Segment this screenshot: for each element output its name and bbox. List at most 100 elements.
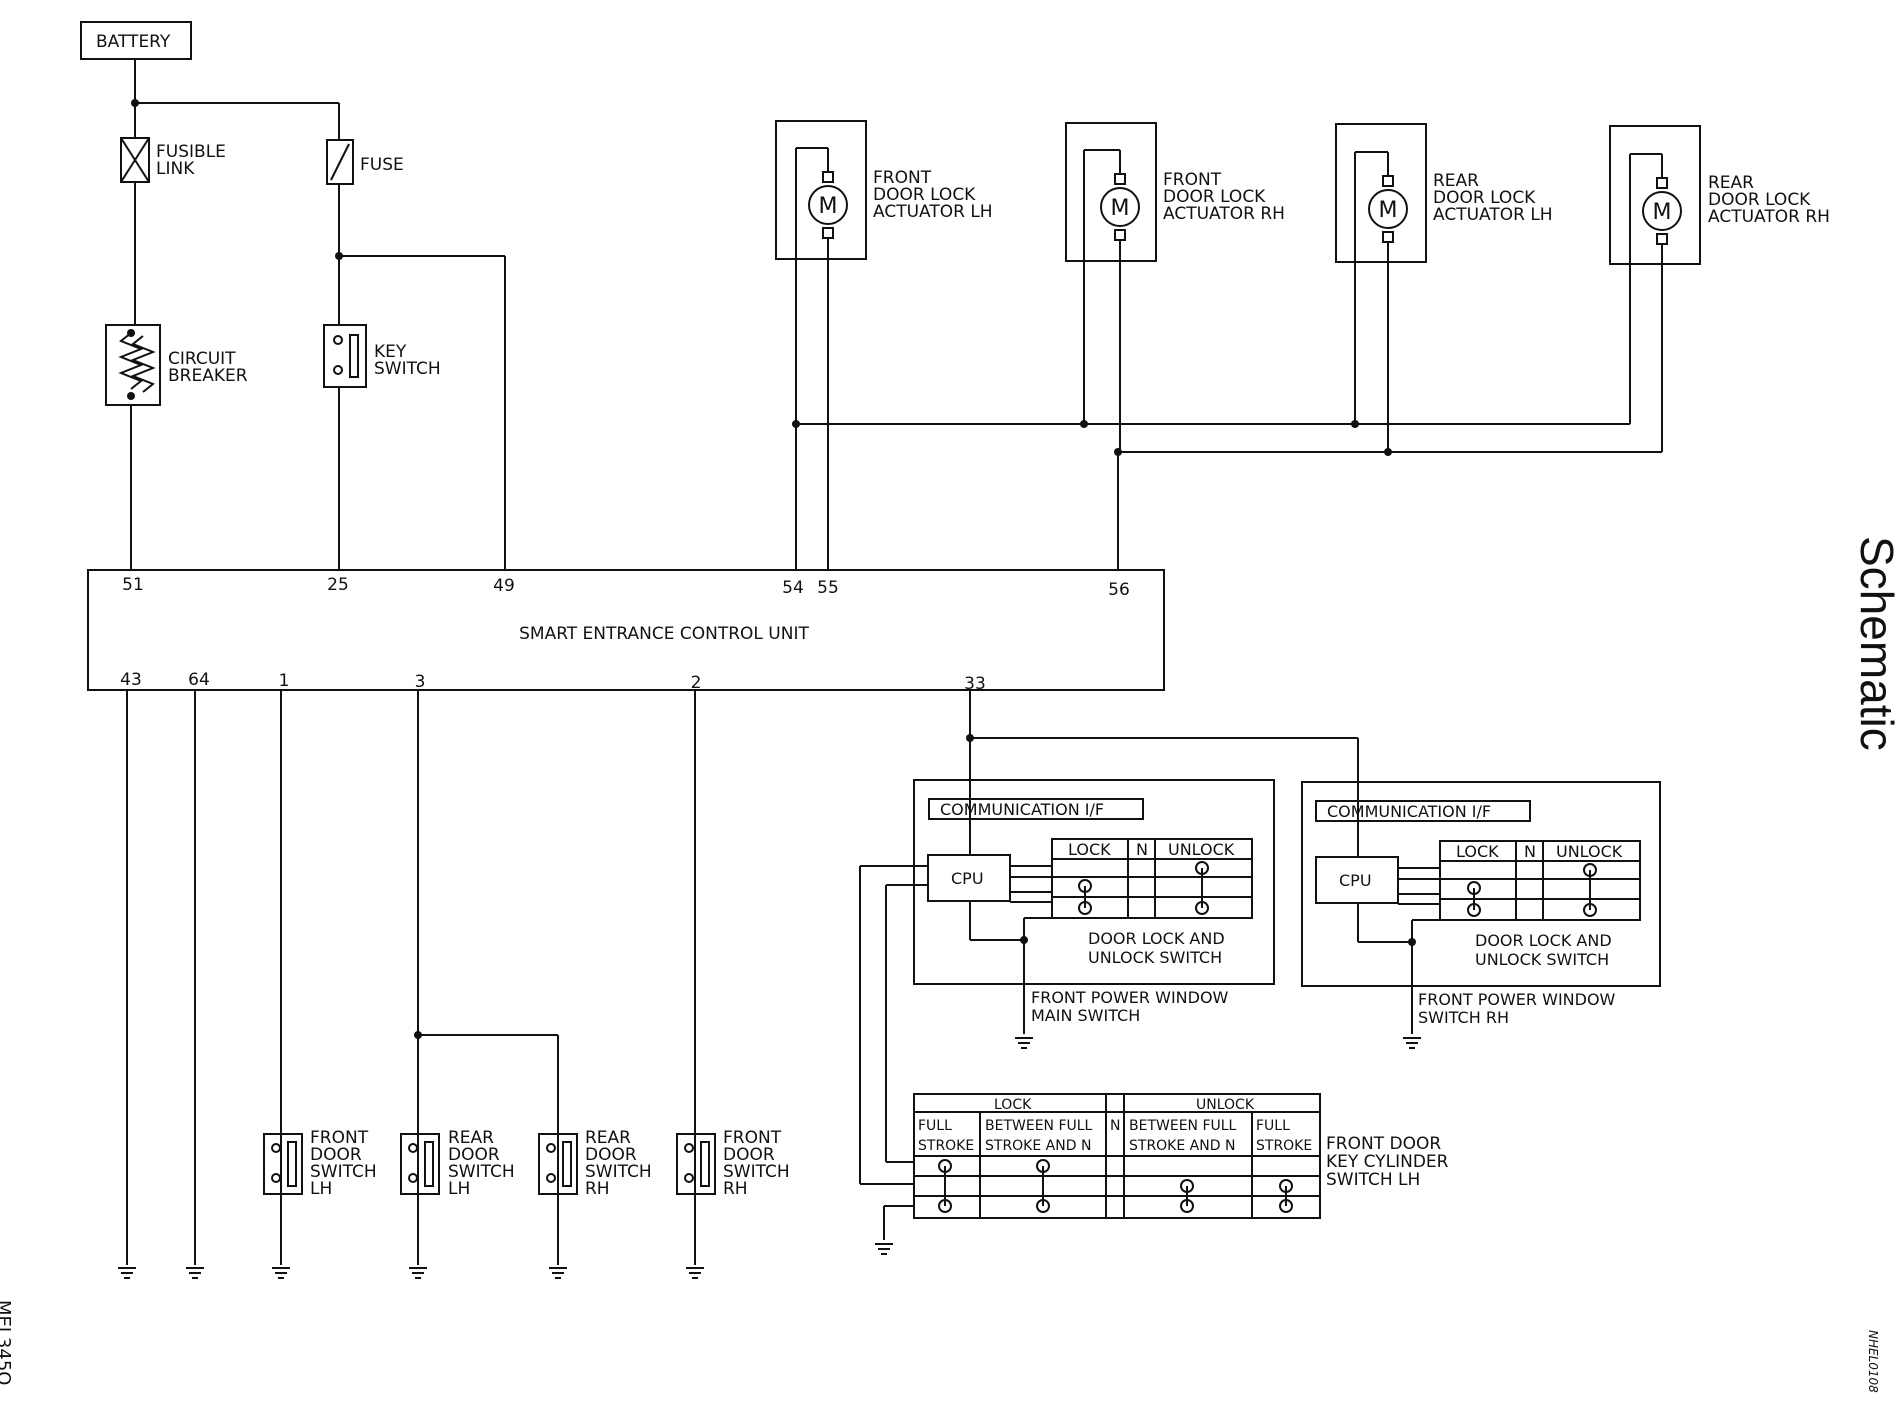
pin-56: 56 xyxy=(1108,580,1130,600)
actuator-rear-rh-label-3: ACTUATOR RH xyxy=(1708,207,1830,227)
front-power-window-switch-rh xyxy=(1301,781,1661,1034)
motor-icon: M xyxy=(1111,196,1130,221)
pw-main-header-n: N xyxy=(1136,840,1148,859)
key-cyl-group-unlock: UNLOCK xyxy=(1196,1097,1255,1113)
actuator-rear-lh-label-2: DOOR LOCK xyxy=(1433,188,1536,208)
door-switch-rear-rh-label-3: SWITCH xyxy=(585,1162,652,1182)
key-cyl-col2-1: BETWEEN FULL xyxy=(985,1118,1093,1134)
pin-64: 64 xyxy=(188,670,210,690)
pw-main-header-unlock: UNLOCK xyxy=(1168,840,1235,859)
actuator-rear-rh-label-2: DOOR LOCK xyxy=(1708,190,1811,210)
fusible-link-symbol xyxy=(120,137,150,183)
key-cyl-group-lock: LOCK xyxy=(994,1097,1032,1113)
pw-rh-name-1: FRONT POWER WINDOW xyxy=(1418,990,1616,1009)
actuator-front-lh-label-1: FRONT xyxy=(873,168,932,188)
key-cyl-label-1: FRONT DOOR xyxy=(1326,1134,1441,1154)
front-power-window-main-switch xyxy=(913,779,1275,1034)
pin-2: 2 xyxy=(691,673,702,693)
control-unit-box xyxy=(87,569,1165,691)
actuator-rear-rh-label-1: REAR xyxy=(1708,173,1754,193)
door-switch-front-rh-label-2: DOOR xyxy=(723,1145,775,1165)
pin-3: 3 xyxy=(415,672,426,692)
fuse-label: FUSE xyxy=(360,155,404,175)
key-cyl-col3-2: STROKE AND N xyxy=(1129,1138,1235,1154)
motor-icon: M xyxy=(1379,198,1398,223)
figure-code: NHEL0108 xyxy=(1866,1330,1880,1393)
actuator-rear-lh-label-1: REAR xyxy=(1433,171,1479,191)
door-switch-front-lh-label-4: LH xyxy=(310,1179,332,1199)
motor-icon: M xyxy=(1653,200,1672,225)
drawing-code: MEL345O xyxy=(0,1300,14,1386)
key-cyl-col4-1: FULL xyxy=(1256,1118,1290,1134)
door-switch-front-rh-label-4: RH xyxy=(723,1179,748,1199)
key-cyl-label-3: SWITCH LH xyxy=(1326,1170,1420,1190)
door-switch-rear-lh-label-1: REAR xyxy=(448,1128,494,1148)
page-title: Schematic xyxy=(1851,536,1903,751)
key-cyl-col1-2: STROKE xyxy=(918,1138,974,1154)
key-switch-symbol xyxy=(323,324,367,388)
pw-main-name-1: FRONT POWER WINDOW xyxy=(1031,988,1229,1007)
door-switch-rear-lh-label-2: DOOR xyxy=(448,1145,500,1165)
key-cyl-group-n: N xyxy=(1110,1118,1120,1134)
pin-54: 54 xyxy=(782,578,804,598)
pw-rh-cpu-label: CPU xyxy=(1339,871,1372,890)
pin-55: 55 xyxy=(817,578,839,598)
junction-dots xyxy=(127,99,1416,1039)
circuit-breaker-label-2: BREAKER xyxy=(168,366,248,386)
control-unit-name: SMART ENTRANCE CONTROL UNIT xyxy=(519,624,809,644)
pw-main-name-2: MAIN SWITCH xyxy=(1031,1006,1140,1025)
key-switch-label-1: KEY xyxy=(374,342,407,362)
fuse-symbol xyxy=(326,139,354,185)
key-cyl-col3-1: BETWEEN FULL xyxy=(1129,1118,1237,1134)
pw-main-switch-label-2: UNLOCK SWITCH xyxy=(1088,948,1222,967)
key-cylinder-switch-table xyxy=(913,1093,1321,1219)
door-switch-front-lh-label-3: SWITCH xyxy=(310,1162,377,1182)
circuit-breaker-label-1: CIRCUIT xyxy=(168,349,236,369)
actuator-front-rh-label-1: FRONT xyxy=(1163,170,1222,190)
pin-25: 25 xyxy=(327,575,349,595)
motor-icon: M xyxy=(819,194,838,219)
actuator-front-lh-label-2: DOOR LOCK xyxy=(873,185,976,205)
pw-main-header-lock: LOCK xyxy=(1068,840,1111,859)
door-switch-front-rh-label-3: SWITCH xyxy=(723,1162,790,1182)
actuator-front-rh-label-2: DOOR LOCK xyxy=(1163,187,1266,207)
actuator-rear-lh-label-3: ACTUATOR LH xyxy=(1433,205,1553,225)
pin-49: 49 xyxy=(493,576,515,596)
key-cyl-label-2: KEY CYLINDER xyxy=(1326,1152,1449,1172)
actuator-rear-lh xyxy=(1335,123,1427,263)
pw-rh-header-n: N xyxy=(1524,842,1536,861)
door-switch-rear-lh-label-3: SWITCH xyxy=(448,1162,515,1182)
pw-rh-header-unlock: UNLOCK xyxy=(1556,842,1623,861)
pw-rh-header-lock: LOCK xyxy=(1456,842,1499,861)
pw-rh-comm-label: COMMUNICATION I/F xyxy=(1327,802,1491,821)
actuator-front-rh xyxy=(1065,122,1157,262)
door-switch-front-rh-label-1: FRONT xyxy=(723,1128,782,1148)
pw-main-cpu-label: CPU xyxy=(951,869,984,888)
pw-rh-switch-label-1: DOOR LOCK AND xyxy=(1475,931,1612,950)
battery-label: BATTERY xyxy=(96,32,171,52)
pw-rh-name-2: SWITCH RH xyxy=(1418,1008,1509,1027)
pw-rh-switch-label-2: UNLOCK SWITCH xyxy=(1475,950,1609,969)
door-switch-rear-lh-label-4: LH xyxy=(448,1179,470,1199)
switch-contacts xyxy=(271,335,694,1183)
door-switch-rear-rh-label-1: REAR xyxy=(585,1128,631,1148)
fusible-link-label-2: LINK xyxy=(156,159,195,179)
key-cyl-col2-2: STROKE AND N xyxy=(985,1138,1091,1154)
actuator-front-lh-label-3: ACTUATOR LH xyxy=(873,202,993,222)
door-switch-front-lh-label-2: DOOR xyxy=(310,1145,362,1165)
door-switch-front-rh-symbol xyxy=(676,1133,716,1195)
door-switch-front-lh-symbol xyxy=(263,1133,303,1195)
pw-main-comm-label: COMMUNICATION I/F xyxy=(940,800,1104,819)
circuit-breaker-symbol xyxy=(105,324,161,406)
fusible-link-label-1: FUSIBLE xyxy=(156,142,226,162)
key-cyl-col4-2: STROKE xyxy=(1256,1138,1312,1154)
actuator-rear-rh xyxy=(1609,125,1701,265)
actuator-front-rh-label-3: ACTUATOR RH xyxy=(1163,204,1285,224)
pin-43: 43 xyxy=(120,670,142,690)
pin-51: 51 xyxy=(122,575,144,595)
door-switch-rear-lh-symbol xyxy=(400,1133,440,1195)
pw-main-switch-label-1: DOOR LOCK AND xyxy=(1088,929,1225,948)
door-switch-rear-rh-label-4: RH xyxy=(585,1179,610,1199)
door-switch-rear-rh-label-2: DOOR xyxy=(585,1145,637,1165)
key-cyl-col1-1: FULL xyxy=(918,1118,952,1134)
